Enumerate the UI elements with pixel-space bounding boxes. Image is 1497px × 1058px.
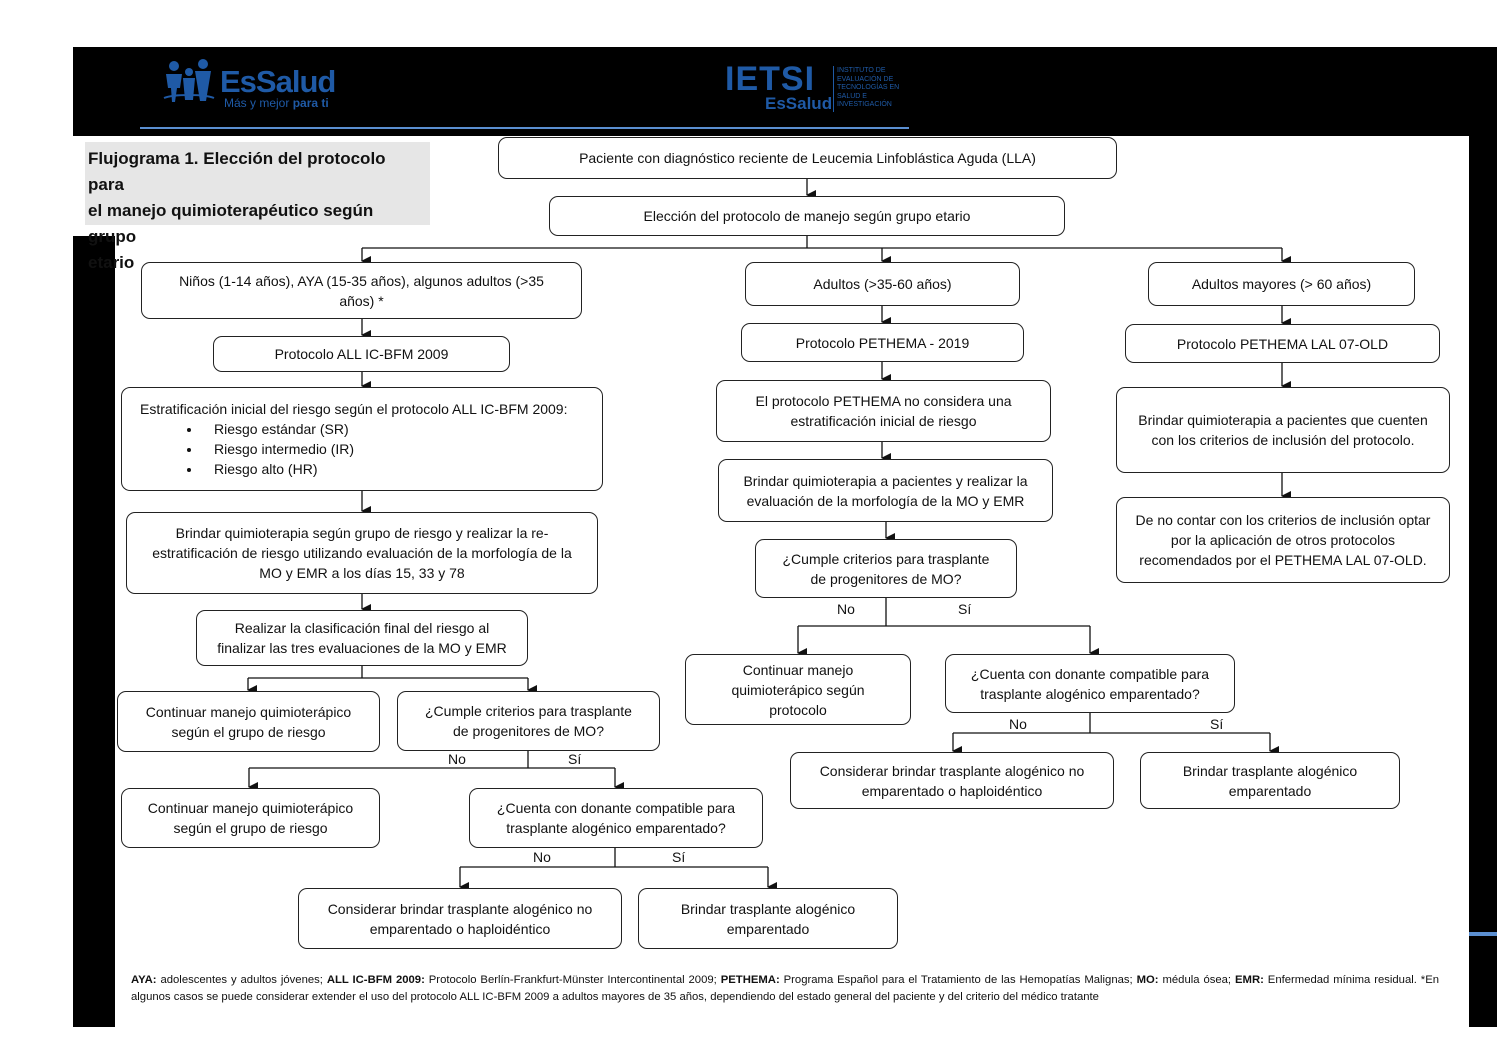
node-c1-continue-1: Continuar manejo quimioterápico según el… xyxy=(117,691,380,752)
ietsi-desc-line: INVESTIGACIÓN xyxy=(837,101,892,109)
node-root: Paciente con diagnóstico reciente de Leu… xyxy=(498,137,1117,179)
ietsi-description: INSTITUTO DE EVALUACIÓN DE TECNOLOGÍAS E… xyxy=(837,67,899,110)
node-protocol-choice: Elección del protocolo de manejo según g… xyxy=(549,196,1065,236)
ietsi-desc-line: EVALUACIÓN DE xyxy=(837,75,894,83)
right-margin-band xyxy=(1469,136,1497,1027)
risk-list: Riesgo estándar (SR) Riesgo intermedio (… xyxy=(140,419,567,479)
node-c1-unrelated-transplant: Considerar brindar trasplante alogénico … xyxy=(298,888,622,949)
risk-item: Riesgo alto (HR) xyxy=(202,459,567,479)
node-c1-related-transplant: Brindar trasplante alogénico emparentado xyxy=(638,888,898,949)
ietsi-desc-line: SALUD E xyxy=(837,92,867,100)
node-c2-no-stratification: El protocolo PETHEMA no considera una es… xyxy=(716,380,1051,442)
ietsi-wordmark: IETSI xyxy=(725,60,816,98)
abbr-def: médula ósea; xyxy=(1158,974,1235,986)
abbr-def: adolescentes y adultos jóvenes; xyxy=(156,974,327,986)
ietsi-divider xyxy=(833,66,834,112)
strat-heading: Estratificación inicial del riesgo según… xyxy=(140,401,568,417)
essalud-logo: EsSalud Más y mejor para ti xyxy=(162,58,362,118)
label-no: No xyxy=(837,601,855,617)
risk-item: Riesgo intermedio (IR) xyxy=(202,439,567,459)
node-c2-continue: Continuar manejo quimioterápico según pr… xyxy=(685,654,911,725)
abbr-def: Protocolo Berlín-Frankfurt-Münster Inter… xyxy=(424,974,721,986)
label-no: No xyxy=(448,751,466,767)
node-c1-continue-2: Continuar manejo quimioterápico según el… xyxy=(121,788,380,848)
node-c1-age-group: Niños (1-14 años), AYA (15-35 años), alg… xyxy=(141,262,582,319)
title-line: etario xyxy=(88,253,135,272)
abbr-def: Enfermedad mínima residual. *En algunos … xyxy=(131,974,1440,1003)
node-c1-final: Realizar la clasificación final del ries… xyxy=(196,610,528,666)
essalud-tagline: Más y mejor para ti xyxy=(224,96,329,110)
right-accent-line xyxy=(1469,932,1497,936)
left-margin-band xyxy=(73,136,115,1027)
node-c2-unrelated-transplant: Considerar brindar trasplante alogénico … xyxy=(790,752,1114,809)
abbr-term: MO: xyxy=(1136,974,1159,986)
node-c1-protocol: Protocolo ALL IC-BFM 2009 xyxy=(213,336,510,372)
node-c1-question-1: ¿Cumple criterios para trasplante de pro… xyxy=(397,691,660,751)
ietsi-sub: EsSalud xyxy=(765,94,833,113)
ietsi-desc-line: TECNOLOGÍAS EN xyxy=(837,84,900,92)
label-yes: Sí xyxy=(1210,716,1224,732)
node-c2-protocol: Protocolo PETHEMA - 2019 xyxy=(741,323,1024,362)
title-line: Flujograma 1. Elección del protocolo par… xyxy=(88,149,386,194)
header-band xyxy=(73,47,1497,136)
abbr-def: Programa Español para el Tratamiento de … xyxy=(779,974,1137,986)
node-c1-stratification: Estratificación inicial del riesgo según… xyxy=(121,387,603,491)
ietsi-logo: IETSI EsSalud INSTITUTO DE EVALUACIÓN DE… xyxy=(725,60,935,116)
essalud-wordmark: EsSalud xyxy=(220,64,336,99)
label-yes: Sí xyxy=(958,601,972,617)
node-c2-related-transplant: Brindar trasplante alogénico emparentado xyxy=(1140,752,1400,809)
header-rule xyxy=(140,127,909,129)
risk-item: Riesgo estándar (SR) xyxy=(202,419,567,439)
node-c3-protocol: Protocolo PETHEMA LAL 07-OLD xyxy=(1125,324,1440,363)
abbreviations-footnote: AYA: adolescentes y adultos jóvenes; ALL… xyxy=(131,972,1439,1006)
label-yes: Sí xyxy=(672,849,686,865)
node-c1-chemo: Brindar quimioterapia según grupo de rie… xyxy=(126,512,598,594)
node-c2-question-2: ¿Cuenta con donante compatible para tras… xyxy=(945,654,1235,713)
node-c3-chemo: Brindar quimioterapia a pacientes que cu… xyxy=(1116,387,1450,473)
family-figures-icon xyxy=(163,59,215,102)
tagline-part-b: para ti xyxy=(292,96,329,110)
node-c3-other-protocols: De no contar con los criterios de inclus… xyxy=(1116,497,1450,583)
ietsi-desc-line: INSTITUTO DE xyxy=(837,67,886,74)
abbr-term: PETHEMA: xyxy=(720,974,780,986)
tagline-part-a: Más y mejor xyxy=(224,96,293,110)
label-no: No xyxy=(533,849,551,865)
label-yes: Sí xyxy=(568,751,582,767)
abbr-term: EMR: xyxy=(1235,974,1264,986)
node-c1-question-2: ¿Cuenta con donante compatible para tras… xyxy=(469,788,763,848)
abbr-term: ALL IC-BFM 2009: xyxy=(326,974,425,986)
label-no: No xyxy=(1009,716,1027,732)
title-line: el manejo quimioterapéutico según grupo xyxy=(88,201,374,246)
node-c2-question-1: ¿Cumple criterios para trasplante de pro… xyxy=(755,539,1017,598)
abbr-term: AYA: xyxy=(131,974,157,986)
node-c2-age-group: Adultos (>35-60 años) xyxy=(745,262,1020,306)
flowchart-title: Flujograma 1. Elección del protocolo par… xyxy=(85,142,430,272)
node-c3-age-group: Adultos mayores (> 60 años) xyxy=(1148,262,1415,306)
node-c2-chemo: Brindar quimioterapia a pacientes y real… xyxy=(718,459,1053,522)
